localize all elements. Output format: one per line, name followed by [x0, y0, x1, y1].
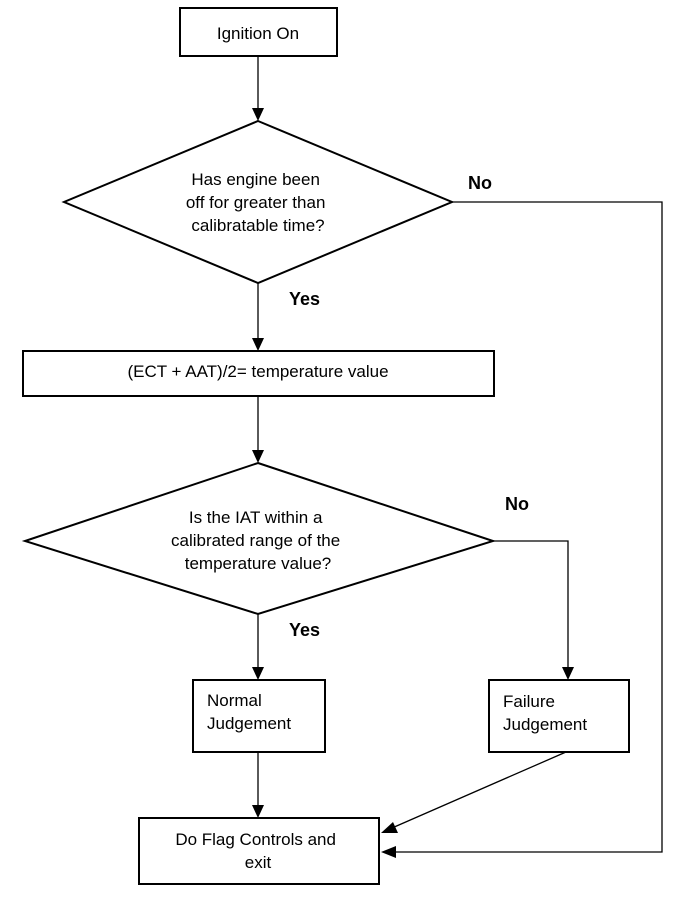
arrowhead [252, 450, 264, 463]
label-line: calibratable time? [191, 216, 324, 235]
label-line: off for greater than [186, 193, 326, 212]
edge-label-yes: Yes [289, 620, 320, 640]
edge-failure-to-flag [391, 751, 567, 829]
node-label: Failure Judgement [503, 692, 587, 734]
arrowhead [381, 846, 396, 858]
node-label: Has engine been off for greater than cal… [186, 170, 330, 235]
process-box [22, 350, 495, 397]
node-label: Ignition On [217, 24, 299, 43]
arrowhead [381, 822, 398, 833]
node-temperature-value: (ECT + AAT)/2= temperature value [22, 350, 495, 397]
edges [252, 56, 663, 858]
decision-diamond [61, 119, 455, 285]
label-line: Ignition On [217, 24, 299, 43]
node-label: Is the IAT within a calibrated range of … [171, 508, 345, 573]
arrowhead [562, 667, 574, 680]
node-engine-off-decision: Has engine been off for greater than cal… [61, 119, 455, 285]
arrowhead [252, 805, 264, 818]
node-label: Normal Judgement [207, 691, 291, 733]
label-line: Judgement [207, 714, 291, 733]
label-line: exit [245, 853, 272, 872]
label-line: Normal [207, 691, 262, 710]
node-label: (ECT + AAT)/2= temperature value [127, 362, 388, 381]
label-line: (ECT + AAT)/2= temperature value [127, 362, 388, 381]
node-flag-controls: Do Flag Controls and exit [138, 817, 380, 885]
node-label: Do Flag Controls and exit [175, 830, 340, 872]
label-line: Is the IAT within a [189, 508, 323, 527]
decision-diamond [21, 461, 497, 616]
arrowhead [252, 108, 264, 121]
node-iat-decision: Is the IAT within a calibrated range of … [21, 461, 497, 616]
arrowhead [252, 338, 264, 351]
process-box [179, 7, 338, 57]
label-line: Judgement [503, 715, 587, 734]
edge-labels: No Yes No Yes [289, 173, 529, 640]
process-box [138, 817, 380, 885]
label-line: Failure [503, 692, 555, 711]
node-failure-judgement: Failure Judgement [488, 679, 630, 753]
process-box [488, 679, 630, 753]
label-line: Has engine been [191, 170, 320, 189]
edge-decision1-no [394, 201, 663, 853]
edge-decision2-no [493, 540, 569, 669]
edge-label-no: No [468, 173, 492, 193]
edge-label-no: No [505, 494, 529, 514]
arrowhead [252, 667, 264, 680]
process-box [192, 679, 326, 753]
label-line: calibrated range of the [171, 531, 340, 550]
label-line: temperature value? [185, 554, 331, 573]
label-line: Do Flag Controls and [175, 830, 336, 849]
node-normal-judgement: Normal Judgement [192, 679, 326, 753]
edge-label-yes: Yes [289, 289, 320, 309]
node-ignition-on: Ignition On [179, 7, 338, 57]
